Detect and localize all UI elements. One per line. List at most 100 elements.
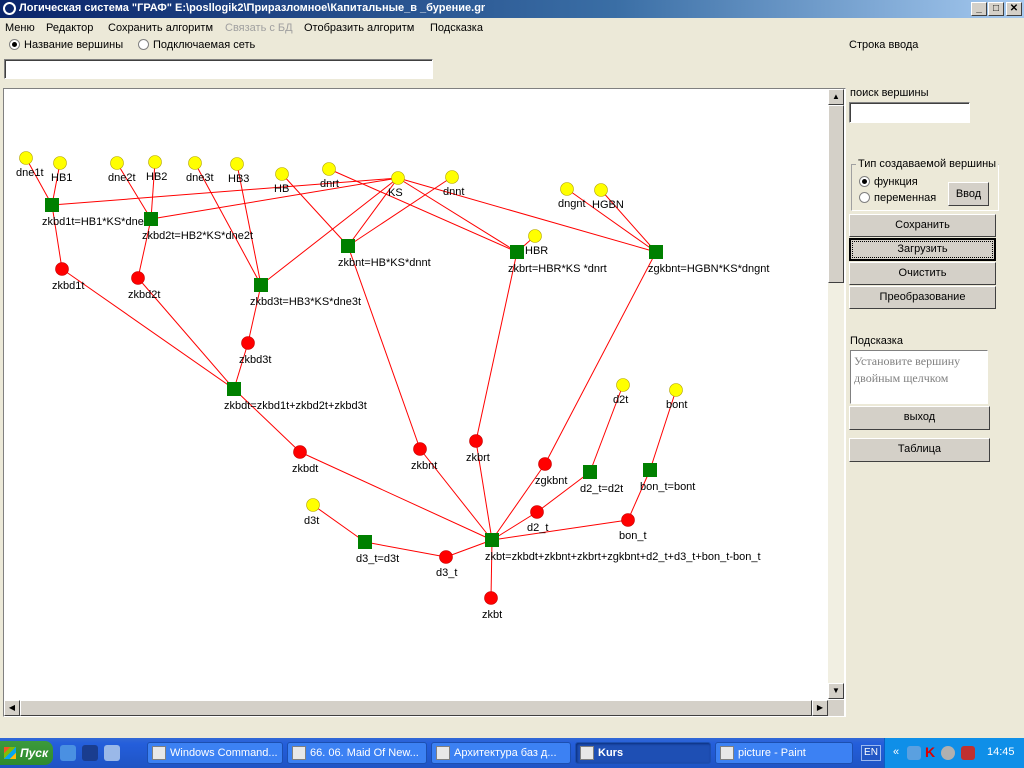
kaspersky-icon[interactable]: K [925,744,936,760]
security-shield-icon[interactable] [961,746,975,760]
radio-function[interactable]: функция [859,176,918,188]
input-line-field[interactable] [4,59,433,79]
graph-node-result[interactable] [439,550,453,564]
graph-edge[interactable] [347,177,399,247]
maximize-button[interactable]: □ [988,2,1004,16]
graph-node-variable[interactable] [110,156,124,170]
graph-node-variable[interactable] [669,383,683,397]
graph-edge[interactable] [150,177,399,220]
graph-edge[interactable] [233,342,249,390]
task-windows-command[interactable]: Windows Command... [147,742,283,764]
graph-node-variable[interactable] [148,155,162,169]
graph-node-variable[interactable] [230,157,244,171]
graph-edge[interactable] [233,388,301,453]
graph-edge[interactable] [475,440,493,541]
radio-dot[interactable] [859,192,870,203]
radio-dot[interactable] [9,39,20,50]
close-button[interactable]: ✕ [1006,2,1022,16]
graph-node-variable[interactable] [188,156,202,170]
speaker-icon[interactable] [941,746,955,760]
graph-node-result[interactable] [621,513,635,527]
graph-node-function[interactable] [227,382,241,396]
graph-node-result[interactable] [484,591,498,605]
network-tray-icon[interactable] [907,746,921,760]
graph-node-result[interactable] [530,505,544,519]
graph-node-function[interactable] [643,463,657,477]
menu-main[interactable]: Меню [5,22,35,34]
graph-node-variable[interactable] [19,151,33,165]
graph-edge[interactable] [312,504,366,543]
graph-edge[interactable] [627,469,651,521]
graph-node-variable[interactable] [322,162,336,176]
graph-node-function[interactable] [510,245,524,259]
graph-edge[interactable] [491,463,546,541]
scroll-up-icon[interactable]: ▲ [828,89,844,105]
graph-node-function[interactable] [358,535,372,549]
graph-edge[interactable] [25,157,53,206]
table-button[interactable]: Таблица [849,438,990,462]
transform-button[interactable]: Преобразование [849,286,996,309]
load-button[interactable]: Загрузить [849,238,996,261]
start-button[interactable]: Пуск [0,741,53,765]
graph-node-variable[interactable] [306,498,320,512]
exit-button[interactable]: выход [849,406,990,430]
menu-hint[interactable]: Подсказка [430,22,483,34]
graph-node-variable[interactable] [445,170,459,184]
horizontal-scrollbar[interactable]: ◀ ▶ [4,700,828,716]
graph-edge[interactable] [299,451,493,541]
graph-node-variable[interactable] [528,229,542,243]
graph-edge[interactable] [51,177,399,206]
graph-node-function[interactable] [254,278,268,292]
ie-icon[interactable] [60,745,76,761]
graph-edge[interactable] [247,284,262,344]
scroll-left-icon[interactable]: ◀ [4,700,20,716]
task-architecture-db[interactable]: Архитектура баз д... [431,742,571,764]
graph-node-function[interactable] [485,533,499,547]
radio-dot[interactable] [138,39,149,50]
vertical-scrollbar[interactable]: ▲ ▼ [828,89,844,699]
graph-edge[interactable] [445,539,493,558]
graph-edge[interactable] [491,511,538,541]
graph-node-result[interactable] [293,445,307,459]
graph-edge[interactable] [116,162,152,220]
graph-edge[interactable] [649,389,677,471]
radio-vertex-name[interactable]: Название вершины [9,39,123,51]
vertex-search-input[interactable] [849,102,970,123]
graph-node-function[interactable] [583,465,597,479]
graph-edge[interactable] [600,189,657,253]
graph-node-function[interactable] [45,198,59,212]
save-disk-icon[interactable] [82,745,98,761]
graph-edge[interactable] [61,268,235,390]
graph-edge[interactable] [347,245,421,450]
graph-edge[interactable] [397,177,518,253]
graph-edge[interactable] [281,173,349,247]
graph-edge[interactable] [544,251,657,465]
graph-edge[interactable] [260,177,399,286]
graph-edge[interactable] [490,539,493,599]
graph-node-variable[interactable] [616,378,630,392]
graph-node-result[interactable] [413,442,427,456]
graph-edge[interactable] [536,471,591,513]
graph-edge[interactable] [475,251,518,442]
graph-edge[interactable] [491,519,629,541]
radio-connected-net[interactable]: Подключаемая сеть [138,39,255,51]
language-indicator[interactable]: EN [861,745,881,761]
scroll-right-icon[interactable]: ▶ [812,700,828,716]
graph-node-variable[interactable] [560,182,574,196]
graph-node-variable[interactable] [275,167,289,181]
graph-node-variable[interactable] [594,183,608,197]
graph-edge[interactable] [589,384,624,473]
graph-edge[interactable] [150,161,156,220]
radio-dot[interactable] [859,176,870,187]
graph-edge[interactable] [51,204,63,270]
tray-expand-icon[interactable]: « [893,746,900,758]
graph-node-result[interactable] [469,434,483,448]
graph-node-variable[interactable] [53,156,67,170]
clear-button[interactable]: Очистить [849,262,996,285]
graph-edge[interactable] [328,168,518,253]
graph-node-function[interactable] [649,245,663,259]
graph-node-function[interactable] [341,239,355,253]
graph-edge[interactable] [137,218,152,279]
task-paint[interactable]: picture - Paint [715,742,853,764]
graph-node-function[interactable] [144,212,158,226]
